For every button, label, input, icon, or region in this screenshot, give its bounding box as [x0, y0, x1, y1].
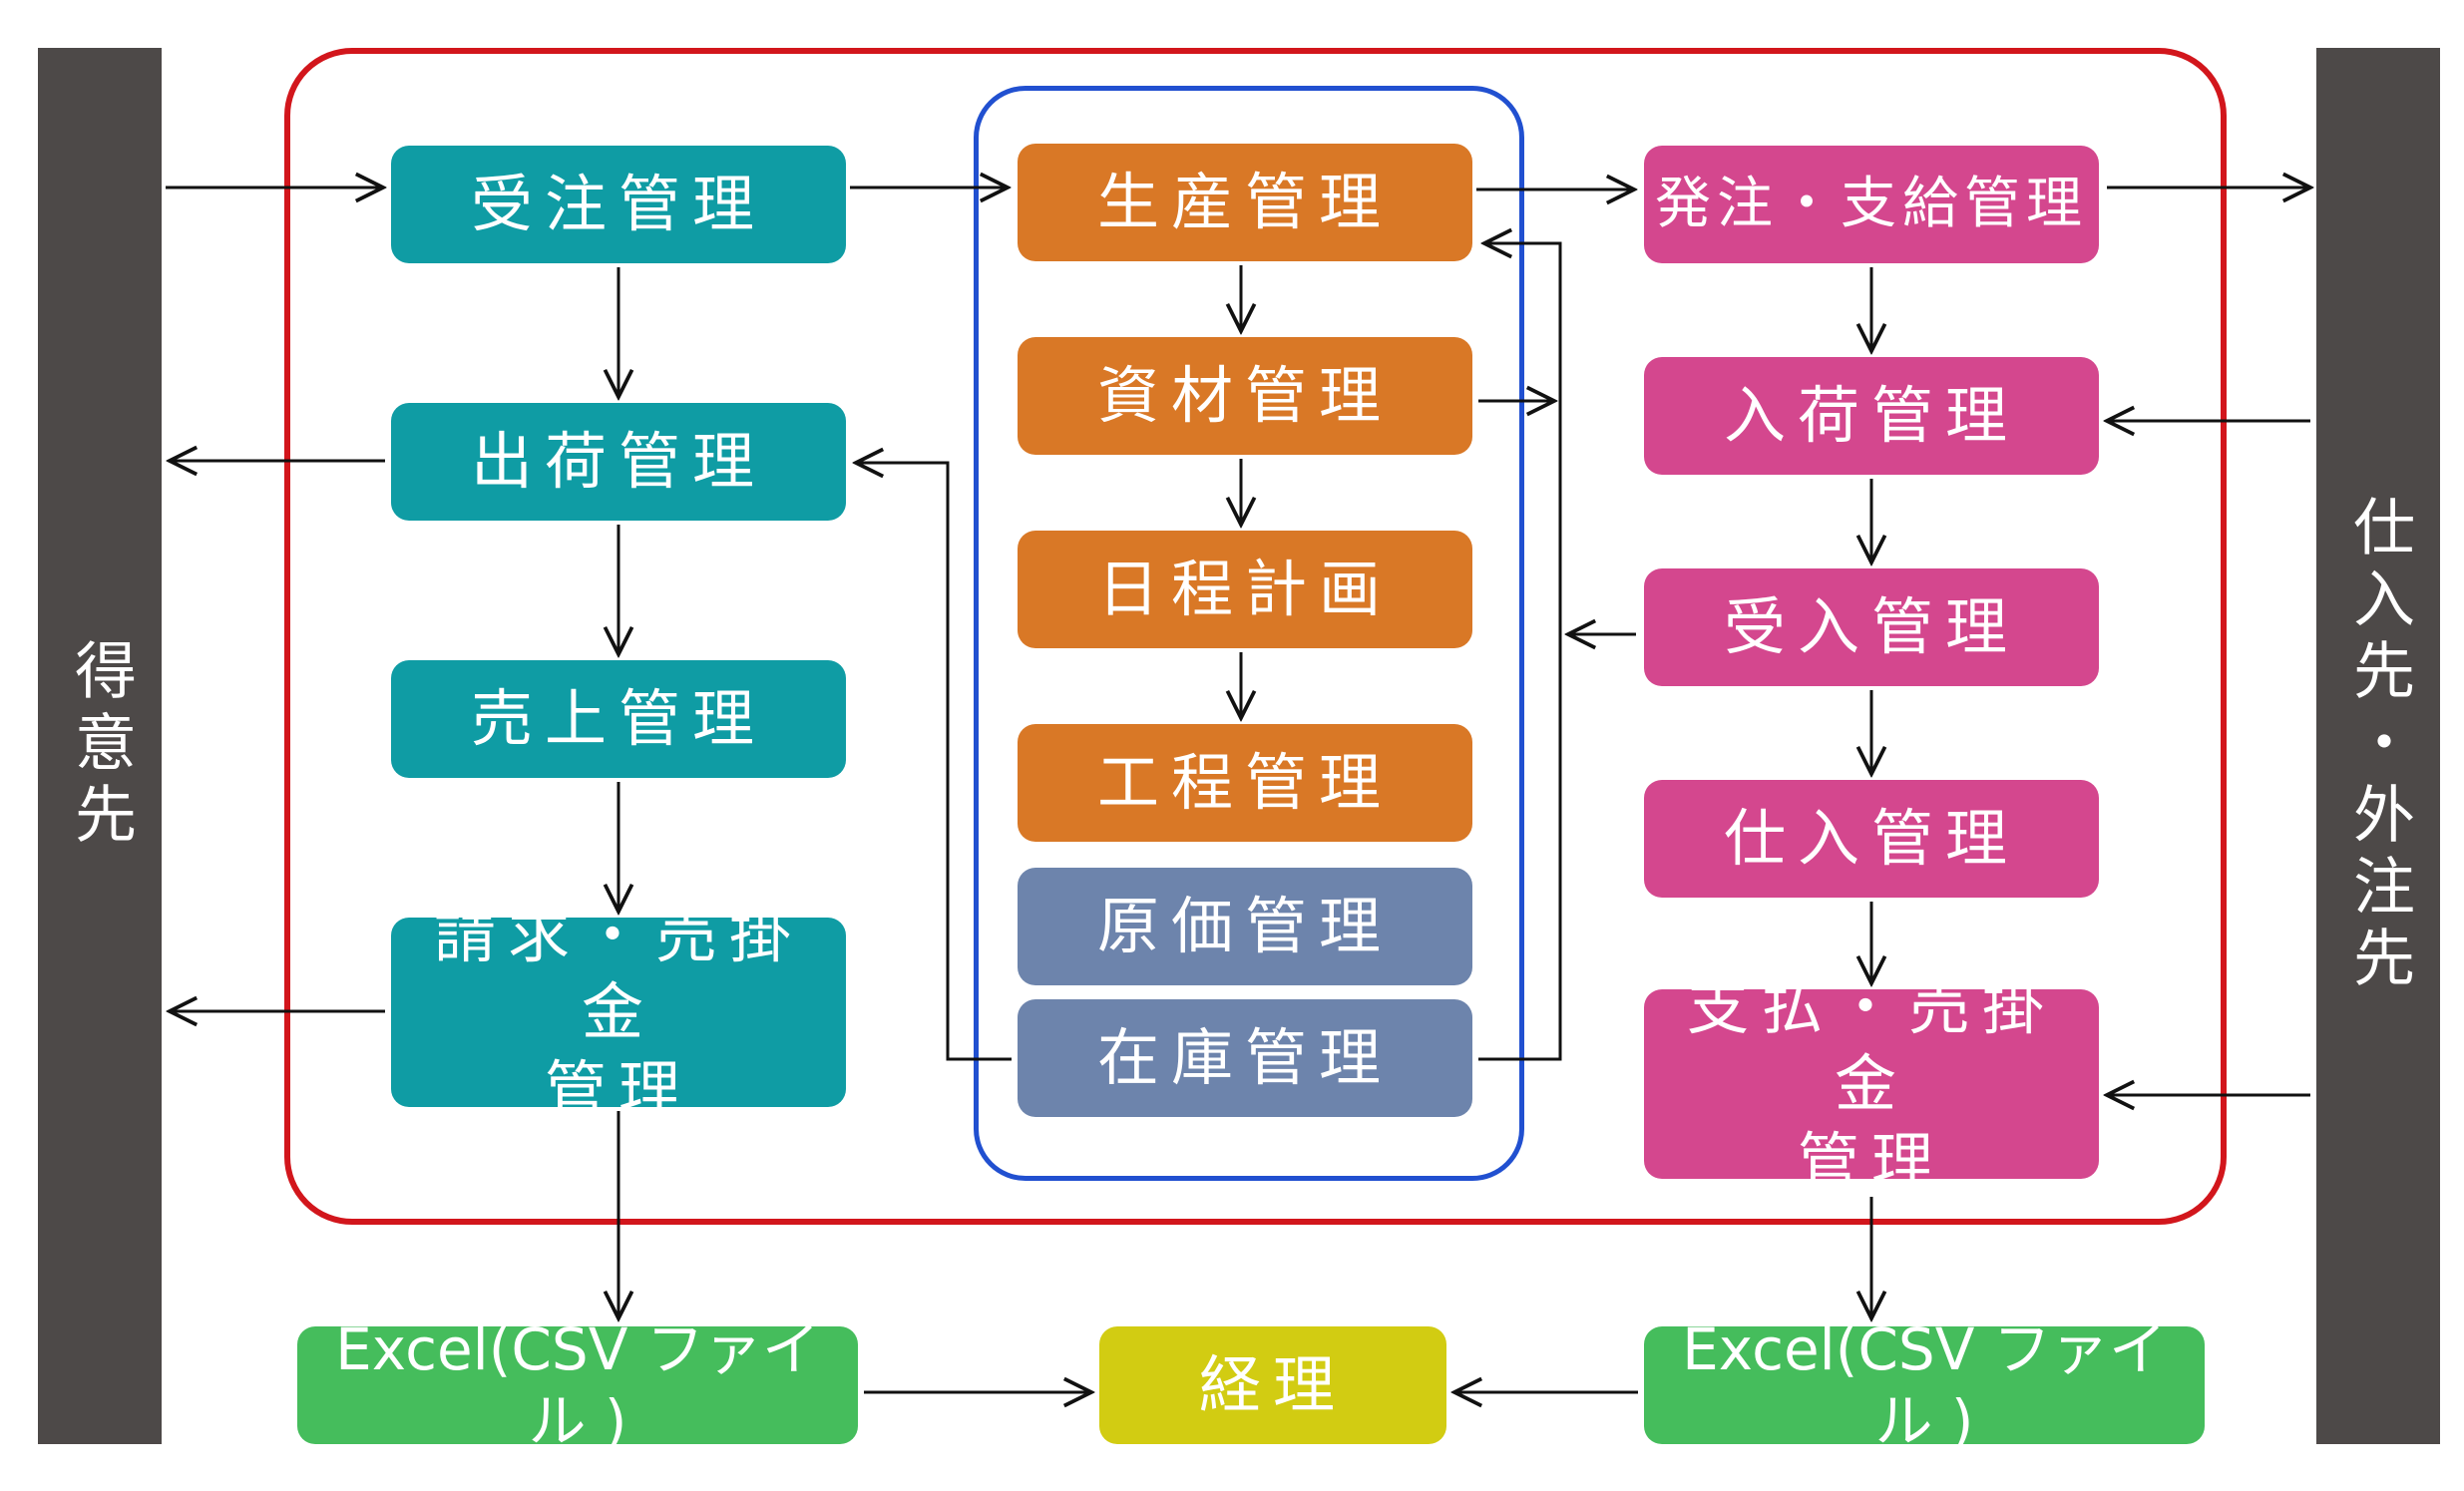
accounting-label: 経理: [1198, 1348, 1347, 1422]
materials-management-box[interactable]: 資材管理: [1018, 337, 1472, 455]
receiving-management-label: 入荷管理: [1723, 379, 2019, 453]
accounting-box[interactable]: 経理: [1099, 1326, 1446, 1444]
process-management-box[interactable]: 工程管理: [1018, 724, 1472, 842]
customer-label: 得意先: [64, 638, 137, 854]
acceptance-management-label: 受入管理: [1723, 590, 2019, 664]
order-management-label: 受注管理: [470, 168, 766, 241]
shipping-management-box[interactable]: 出荷管理: [391, 403, 846, 521]
cost-management-box[interactable]: 原価管理: [1018, 868, 1472, 985]
arrow-inventory-to-production: [1478, 243, 1562, 1061]
sales-management-label: 売上管理: [470, 682, 766, 756]
process-management-label: 工程管理: [1096, 746, 1393, 820]
cost-management-label: 原価管理: [1096, 890, 1393, 963]
excel-csv-left-label: Excel(CSV ファイル ): [335, 1314, 820, 1456]
purchasing-management-box[interactable]: 仕入管理: [1644, 780, 2099, 898]
payment-label-line2: 管理: [1797, 1124, 1945, 1198]
sales-management-box[interactable]: 売上管理: [391, 660, 846, 778]
excel-csv-right-box[interactable]: Excel(CSV ファイル ): [1644, 1315, 2205, 1455]
customer-bar: 得意先: [38, 48, 162, 1444]
production-management-box[interactable]: 生産管理: [1018, 144, 1472, 261]
schedule-planning-label: 日程計画: [1096, 553, 1393, 626]
inventory-management-label: 在庫管理: [1096, 1021, 1393, 1095]
purchasing-management-label: 仕入管理: [1723, 802, 2019, 876]
schedule-planning-box[interactable]: 日程計画: [1018, 531, 1472, 648]
order-management-box[interactable]: 受注管理: [391, 146, 846, 263]
supplier-bar: 仕入先・外注先: [2316, 48, 2440, 1444]
supplier-label: 仕入先・外注先: [2342, 495, 2415, 997]
excel-csv-left-box[interactable]: Excel(CSV ファイル ): [297, 1315, 858, 1455]
receiving-management-box[interactable]: 入荷管理: [1644, 357, 2099, 475]
materials-management-label: 資材管理: [1096, 359, 1393, 433]
purchase-order-label: 発注・支給管理: [1655, 172, 2088, 236]
acceptance-management-box[interactable]: 受入管理: [1644, 568, 2099, 686]
arrow-inventory-to-shipping: [856, 463, 1012, 1061]
billing-label-line2: 管理: [544, 1052, 692, 1126]
excel-csv-right-label: Excel(CSV ファイル ): [1682, 1314, 2167, 1456]
shipping-management-label: 出荷管理: [470, 425, 766, 499]
production-management-label: 生産管理: [1096, 166, 1393, 239]
system-frame: [284, 48, 2227, 1225]
purchase-order-box[interactable]: 発注・支給管理: [1644, 146, 2099, 263]
billing-management-box[interactable]: 請求・売掛金 管理: [391, 899, 846, 1126]
inventory-management-box[interactable]: 在庫管理: [1018, 999, 1472, 1117]
production-frame: [974, 86, 1524, 1181]
